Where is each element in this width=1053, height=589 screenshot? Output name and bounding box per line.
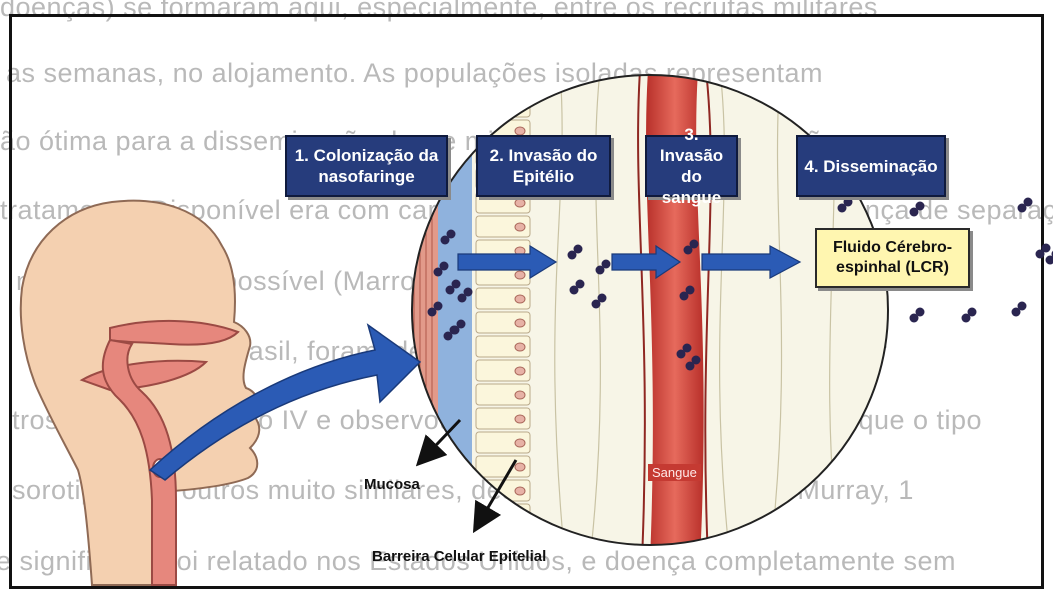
cell-nucleus xyxy=(515,391,525,399)
epithelial-barrier-label: Barreira Celular Epitelial xyxy=(372,548,546,565)
epithelial-cell xyxy=(476,528,530,549)
epithelial-cell xyxy=(476,72,530,93)
bacterium-diplococcus xyxy=(910,202,925,217)
bacterium-diplococcus xyxy=(1018,198,1033,213)
cell-nucleus xyxy=(515,79,525,87)
cell-nucleus xyxy=(515,223,525,231)
head-profile xyxy=(21,201,260,585)
stage-blood-invasion: 3. Invasão do sangue xyxy=(645,135,738,197)
bacterium-diplococcus xyxy=(962,308,977,323)
cell-nucleus xyxy=(515,199,525,207)
stage-colonization: 1. Colonização da nasofaringe xyxy=(285,135,448,197)
cell-nucleus xyxy=(515,295,525,303)
cell-nucleus xyxy=(515,535,525,543)
cell-nucleus xyxy=(515,367,525,375)
stage-epithelial-invasion: 2. Invasão do Epitélio xyxy=(476,135,611,197)
bacterium-diplococcus xyxy=(910,308,925,323)
cell-nucleus xyxy=(515,127,525,135)
cell-nucleus xyxy=(515,487,525,495)
bacterium-diplococcus xyxy=(1012,302,1027,317)
epithelial-cell xyxy=(476,96,530,117)
cell-nucleus xyxy=(515,271,525,279)
blood-label: Sangue xyxy=(648,464,701,481)
cell-nucleus xyxy=(515,439,525,447)
cerebrospinal-fluid-box: Fluido Cérebro-espinhal (LCR) xyxy=(815,228,970,288)
cell-nucleus xyxy=(515,415,525,423)
cell-nucleus xyxy=(515,463,525,471)
cell-nucleus xyxy=(515,343,525,351)
cell-nucleus xyxy=(515,511,525,519)
stage-dissemination: 4. Disseminação xyxy=(796,135,946,197)
mucosa-label: Mucosa xyxy=(364,476,420,493)
cell-nucleus xyxy=(515,319,525,327)
